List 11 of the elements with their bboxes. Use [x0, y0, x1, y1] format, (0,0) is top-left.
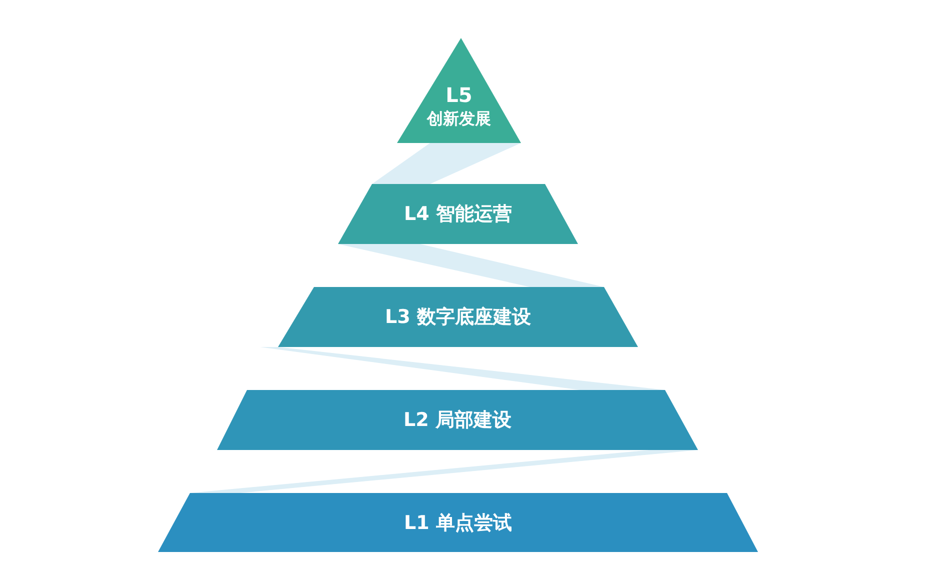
pyramid-top: [397, 38, 521, 143]
pyramid-level: [217, 390, 698, 450]
level-label: L3 数字底座建设: [384, 306, 532, 328]
pyramid-level: [158, 493, 758, 552]
pyramid-level: [278, 287, 638, 347]
level-label: 创新发展: [426, 108, 492, 130]
level-label: L2 局部建设: [402, 409, 512, 431]
level-label: L4 智能运营: [403, 203, 513, 225]
pyramid-level: [338, 184, 578, 244]
level-label: L1 单点尝试: [403, 512, 513, 534]
level-label: L5: [444, 83, 474, 107]
